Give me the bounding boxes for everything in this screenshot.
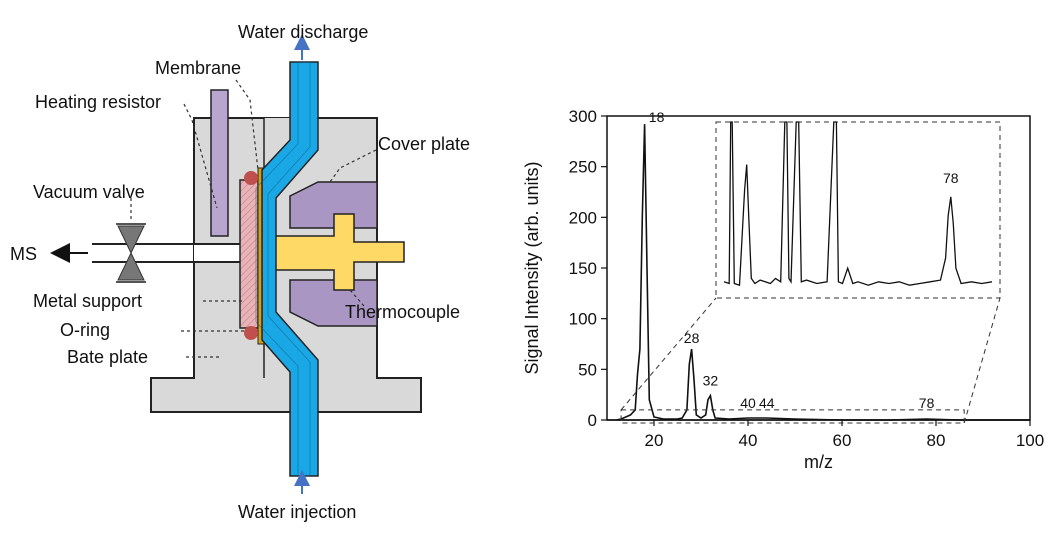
water-channel-inner [255,61,311,477]
y-tick-label: 250 [569,158,597,177]
cover-block-top [289,181,378,229]
peak-label: 32 [703,373,719,389]
inset-connector-right [963,297,1001,424]
y-tick-label: 150 [569,259,597,278]
mass-spectrum-chart: 0 50 100 150 200 250 300 20 40 60 80 100 m/z Signal I… [522,107,1044,472]
y-tick-label: 200 [569,208,597,227]
x-tick-label: 80 [927,431,946,450]
y-tick-label: 300 [569,107,597,126]
label-membrane: Membrane [155,58,241,78]
label-cover-plate: Cover plate [378,134,470,154]
o-ring-top [244,171,258,185]
x-tick-label: 60 [833,431,852,450]
label-water-discharge: Water discharge [238,22,368,42]
label-bate-plate: Bate plate [67,347,148,367]
cover-block-bottom [289,279,378,327]
x-axis-label: m/z [804,452,833,472]
label-ms: MS [10,244,37,264]
heating-resistor [210,89,229,237]
leader-lines [130,79,377,358]
label-o-ring: O-ring [60,320,110,340]
vacuum-valve-icon [116,223,146,283]
inset-spectrum-line [723,121,993,287]
peak-label: 18 [649,109,665,125]
metal-support [239,179,259,329]
zoom-region [620,409,965,424]
x-tick-label: 100 [1016,431,1044,450]
peak-label: 44 [759,395,775,411]
label-vacuum-valve: Vacuum valve [33,182,145,202]
y-tick-label: 50 [578,360,597,379]
membrane-inlet-diagram: Water discharge Membrane Heating resisto… [10,22,470,522]
peak-label: 28 [684,330,700,346]
inset-frame [715,121,1001,299]
label-metal-support: Metal support [33,291,142,311]
peak-label: 40 [740,395,756,411]
x-tick-label: 40 [739,431,758,450]
inset-peak-label: 78 [943,170,959,186]
o-ring-bottom [244,326,258,340]
thermocouple [273,213,405,291]
label-thermocouple: Thermocouple [345,302,460,322]
spectrum-line [616,124,1030,421]
water-channel-outer [261,61,319,477]
peak-label: 78 [919,395,935,411]
y-tick-label: 0 [588,411,597,430]
label-water-injection: Water injection [238,502,356,522]
y-axis-label: Signal Intensity (arb. units) [522,161,542,374]
y-tick-label: 100 [569,310,597,329]
inset-connector-left [620,297,717,411]
x-tick-label: 20 [645,431,664,450]
label-heating-resistor: Heating resistor [35,92,161,112]
